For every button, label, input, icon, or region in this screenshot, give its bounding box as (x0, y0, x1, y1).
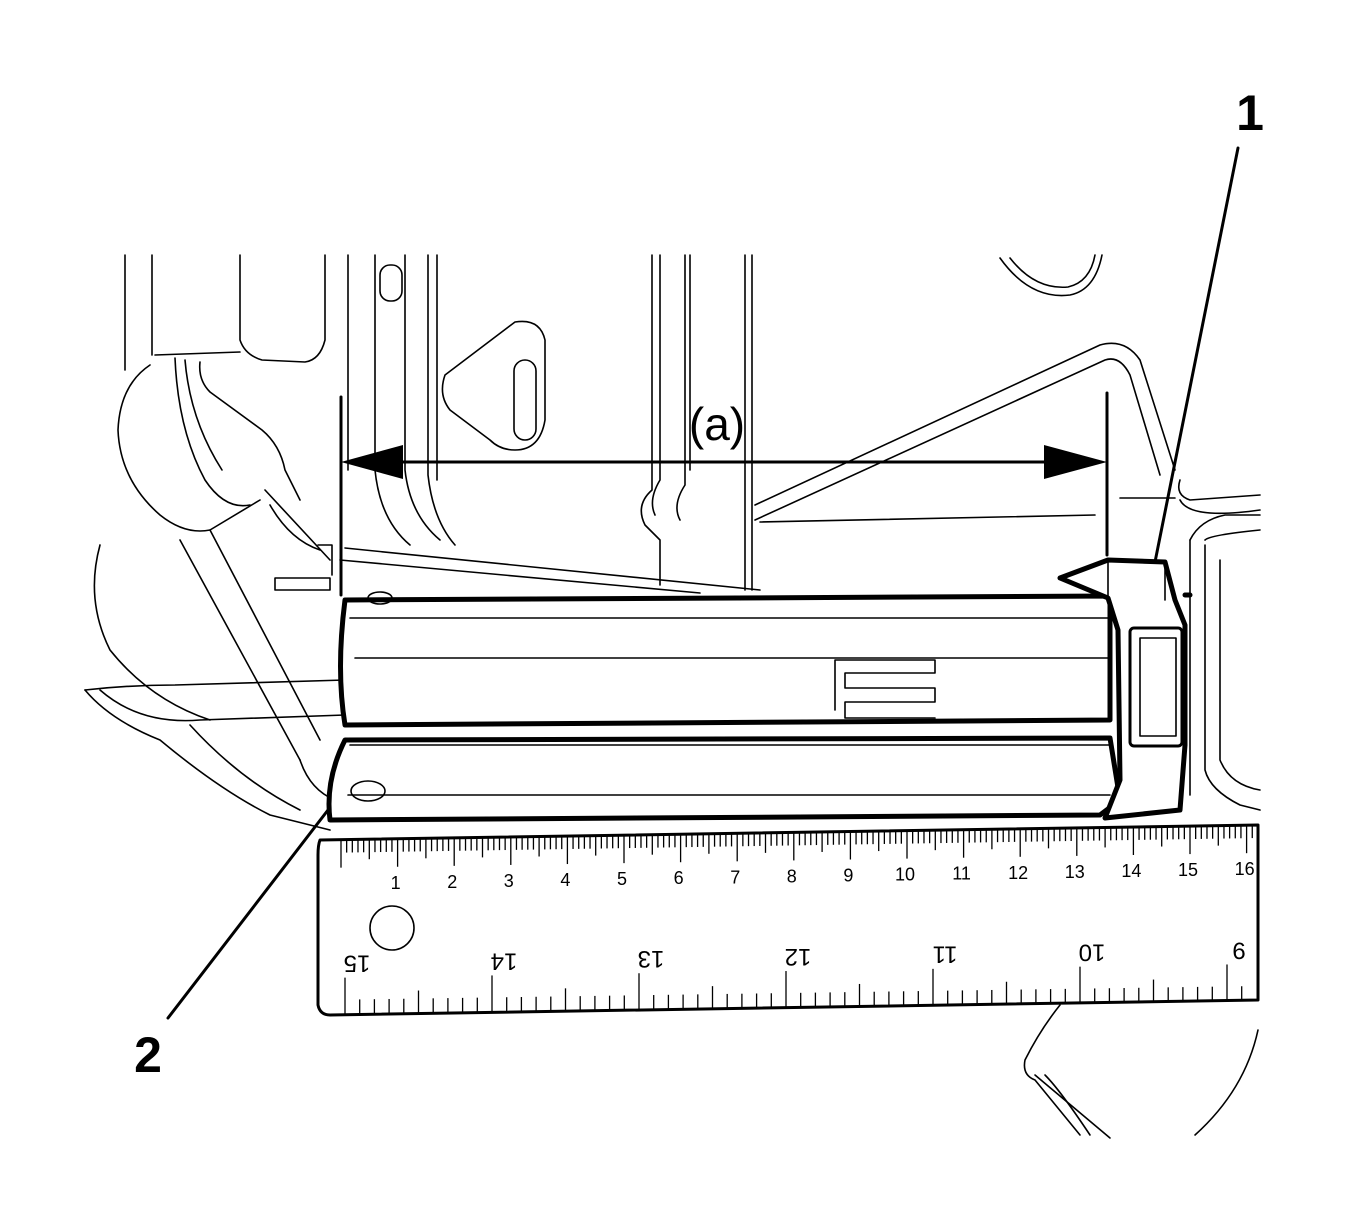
dimension-a: (a) (339, 391, 1109, 597)
component-housing (326, 591, 1123, 823)
dimension-label: (a) (689, 398, 745, 450)
ruler-upper-label: 5 (617, 869, 627, 889)
callout-label-1: 1 (1236, 85, 1264, 141)
ruler-upper-label: 14 (1121, 861, 1141, 881)
ruler-upper-label: 8 (787, 866, 797, 886)
background-structure (84, 254, 1261, 1139)
ruler-tick-group (340, 825, 1253, 1014)
ruler-lower-label: 10 (1079, 938, 1106, 965)
ruler-upper-label: 1 (391, 873, 401, 893)
ruler-upper-label: 3 (504, 871, 514, 891)
ruler-lower-label: 11 (933, 941, 958, 968)
ruler-upper-label: 4 (560, 870, 570, 890)
ruler-upper-label: 13 (1065, 862, 1085, 882)
callout-2: 2 (134, 808, 330, 1083)
ruler-lower-label: 15 (344, 949, 371, 976)
ruler-upper-label: 6 (674, 868, 684, 888)
ruler-upper-label: 16 (1235, 859, 1255, 879)
ruler-upper-label: 11 (952, 864, 971, 884)
ruler-upper-label: 9 (843, 866, 853, 886)
ruler-lower-label: 13 (638, 945, 665, 972)
ruler-upper-label: 10 (895, 865, 915, 885)
callout-1: 1 (1153, 85, 1264, 564)
dimension-arrow-left-icon (341, 445, 403, 479)
rod (84, 679, 346, 722)
ruler-lower-label: 14 (491, 947, 518, 974)
ruler-upper-label: 12 (1008, 863, 1028, 883)
ruler-upper-label: 15 (1178, 860, 1198, 880)
ruler-lower-label: 12 (785, 943, 812, 970)
callout-label-2: 2 (134, 1027, 162, 1083)
dimension-arrow-right-icon (1044, 445, 1107, 479)
ruler-upper-label: 2 (447, 872, 457, 892)
ruler-lower-labels: 15 14 13 12 11 10 9 (344, 936, 1246, 976)
ruler-upper-label: 7 (730, 867, 740, 887)
ruler-lower-label: 9 (1232, 936, 1245, 963)
